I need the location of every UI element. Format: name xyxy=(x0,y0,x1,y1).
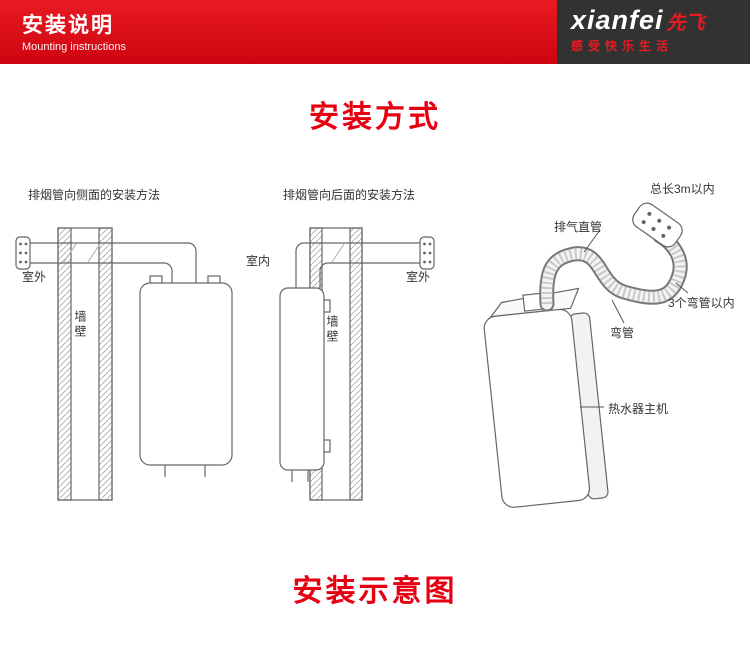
label-max-bends: 3个弯管以内 xyxy=(668,296,735,310)
label-outdoor-middle: 室外 xyxy=(406,270,431,284)
label-main-unit: 热水器主机 xyxy=(608,402,669,416)
label-bend-pipe: 弯管 xyxy=(610,326,635,340)
label-indoor-middle: 室内 xyxy=(246,254,271,268)
caption-rear-install: 排烟管向后面的安装方法 xyxy=(283,188,416,202)
brand-slogan: 感受快乐生活 xyxy=(571,39,674,53)
label-wall-left: 墙壁 xyxy=(73,310,87,340)
caption-side-install: 排烟管向侧面的安装方法 xyxy=(28,188,161,202)
brand-latin: xianfei xyxy=(571,5,664,35)
brand-cn: 先飞 xyxy=(666,13,705,34)
section-title-top: 安装方式 xyxy=(309,101,441,134)
header-left: 安装说明 Mounting instructions xyxy=(0,0,557,64)
section-title-bottom: 安装示意图 xyxy=(292,575,458,608)
label-outdoor-left: 室外 xyxy=(22,270,47,284)
page-title: 安装说明 xyxy=(22,14,114,37)
label-total-length: 总长3m以内 xyxy=(650,182,715,196)
label-straight-pipe: 排气直管 xyxy=(554,220,603,234)
page-subtitle: Mounting instructions xyxy=(22,41,126,53)
label-wall-middle: 墙壁 xyxy=(325,315,339,345)
